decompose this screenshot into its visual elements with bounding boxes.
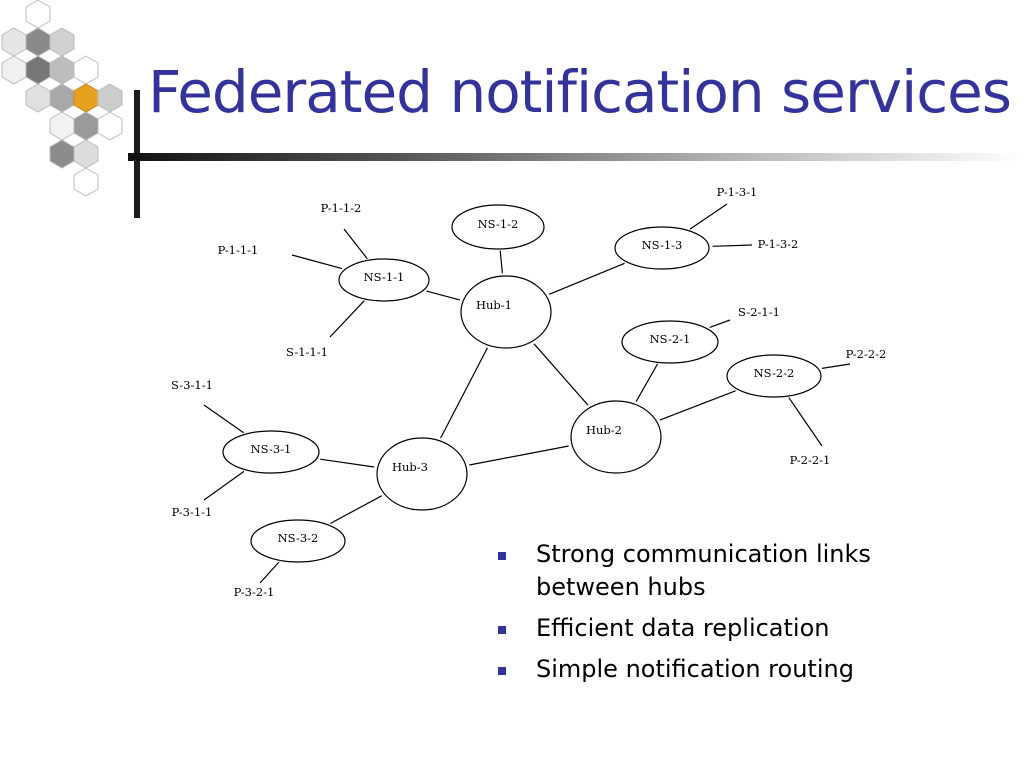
endpoint-label-p222: P-2-2-2 xyxy=(846,347,887,361)
link-hub1-ns13 xyxy=(548,262,625,295)
bullet-text: Simple notification routing xyxy=(536,655,854,683)
bullet-item: Efficient data replication xyxy=(498,612,918,645)
endpoint-label-p321: P-3-2-1 xyxy=(234,585,275,599)
link-ns31-s311 xyxy=(203,404,244,434)
service-node-ns13: NS-1-3 xyxy=(614,226,710,270)
hub-label: Hub-2 xyxy=(586,423,622,437)
link-ns22-p222 xyxy=(821,363,851,369)
diagram-endpoint-labels: P-1-1-2P-1-1-1S-1-1-1 P-1-3-1P-1-3-2S-2-1… xyxy=(171,185,886,599)
endpoint-label-p311: P-3-1-1 xyxy=(172,505,213,519)
endpoint-label-p221: P-2-2-1 xyxy=(790,453,831,467)
link-ns11-s111 xyxy=(329,300,365,338)
hub-ellipse xyxy=(460,275,552,349)
link-ns21-s211 xyxy=(709,319,731,328)
service-label: NS-2-1 xyxy=(650,332,691,346)
link-hub1-ns11 xyxy=(426,290,460,301)
hub-ellipse xyxy=(376,437,468,511)
diagram-links xyxy=(203,203,851,584)
service-node-ns12: NS-1-2 xyxy=(451,204,545,250)
service-ellipse xyxy=(621,320,719,364)
service-ellipse xyxy=(222,430,320,474)
link-hub1-ns12 xyxy=(499,250,503,274)
link-ns32-p321 xyxy=(259,561,280,584)
endpoint-label-p131: P-1-3-1 xyxy=(717,185,758,199)
endpoint-label-p132: P-1-3-2 xyxy=(758,237,799,251)
square-bullet-icon xyxy=(498,552,506,560)
endpoint-label-s311: S-3-1-1 xyxy=(171,378,213,392)
link-ns31-p311 xyxy=(203,470,245,501)
service-label: NS-1-2 xyxy=(478,217,519,231)
endpoint-label-p112: P-1-1-2 xyxy=(321,201,362,215)
service-node-ns32: NS-3-2 xyxy=(250,519,346,563)
service-ellipse xyxy=(614,226,710,270)
bullet-item: Strong communication links between hubs xyxy=(498,538,918,604)
link-ns11-p112 xyxy=(343,228,368,260)
bullet-list: Strong communication links between hubs … xyxy=(498,538,918,694)
bullet-text: Strong communication links between hubs xyxy=(536,540,871,601)
cube-icon xyxy=(1,0,123,197)
service-label: NS-3-1 xyxy=(251,442,292,456)
bullet-item: Simple notification routing xyxy=(498,653,918,686)
link-hub3-ns31 xyxy=(320,458,375,468)
service-node-ns22: NS-2-2 xyxy=(726,354,822,398)
service-node-ns11: NS-1-1 xyxy=(338,258,430,302)
endpoint-label-s111: S-1-1-1 xyxy=(286,345,328,359)
square-bullet-icon xyxy=(498,667,506,675)
link-hub2-ns22 xyxy=(659,390,736,421)
link-hub2-ns21 xyxy=(635,363,659,402)
service-label: NS-1-3 xyxy=(642,238,683,252)
service-label: NS-1-1 xyxy=(364,270,405,284)
service-node-ns21: NS-2-1 xyxy=(621,320,719,364)
link-ns13-p131 xyxy=(689,203,728,230)
link-hub3-ns32 xyxy=(330,495,382,525)
link-hub1-hub3 xyxy=(440,347,488,439)
link-ns11-p111 xyxy=(291,254,343,270)
service-ellipse xyxy=(726,354,822,398)
service-label: NS-2-2 xyxy=(754,366,795,380)
hub-label: Hub-1 xyxy=(476,298,512,312)
endpoint-label-p111: P-1-1-1 xyxy=(218,243,259,257)
service-ellipse xyxy=(338,258,430,302)
link-hub2-hub3 xyxy=(469,445,569,466)
bullet-text: Efficient data replication xyxy=(536,614,830,642)
endpoint-label-s211: S-2-1-1 xyxy=(738,305,780,319)
hexagon-decoration xyxy=(1,0,123,197)
link-hub1-hub2 xyxy=(533,343,589,406)
hub-node-hub1: Hub-1 xyxy=(460,275,552,349)
service-ellipse xyxy=(451,204,545,250)
square-bullet-icon xyxy=(498,626,506,634)
hub-label: Hub-3 xyxy=(392,460,428,474)
slide-title: Federated notification services xyxy=(148,58,1012,126)
service-label: NS-3-2 xyxy=(278,531,319,545)
hub-node-hub3: Hub-3 xyxy=(376,437,468,511)
service-ellipse xyxy=(250,519,346,563)
service-node-ns31: NS-3-1 xyxy=(222,430,320,474)
hub-node-hub2: Hub-2 xyxy=(570,400,662,474)
hub-ellipse xyxy=(570,400,662,474)
title-rule-horizontal xyxy=(128,153,1024,161)
link-ns13-p132 xyxy=(712,244,753,247)
link-ns22-p221 xyxy=(788,397,823,447)
